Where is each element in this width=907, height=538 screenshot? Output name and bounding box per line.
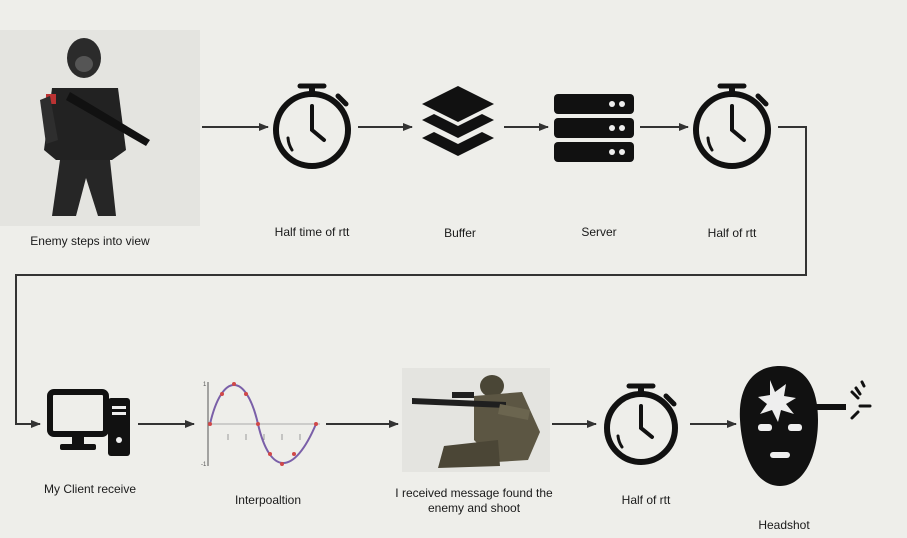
node-label-client: My Client receive bbox=[43, 482, 137, 496]
stopwatch-icon bbox=[693, 83, 771, 169]
soldier-kneeling-photo bbox=[402, 368, 550, 472]
node-label-interp: Interpoaltion bbox=[234, 493, 302, 507]
soldier-standing-photo bbox=[0, 30, 200, 226]
svg-text:1: 1 bbox=[203, 382, 207, 388]
stopwatch-icon bbox=[604, 383, 678, 465]
node-label-rtt1: Half time of rtt bbox=[274, 225, 350, 239]
node-label-rtt2: Half of rtt bbox=[707, 226, 757, 240]
svg-text:-1: -1 bbox=[201, 462, 207, 468]
node-label-server: Server bbox=[581, 225, 617, 239]
sine-wave-chart-icon: 1 -1 bbox=[201, 382, 320, 468]
node-label-rtt3: Half of rtt bbox=[621, 493, 671, 507]
node-label-headshot: Headshot bbox=[758, 518, 810, 532]
node-label-shoot: I received message found the enemy and s… bbox=[395, 486, 553, 515]
node-label-enemy: Enemy steps into view bbox=[30, 234, 150, 248]
connector-arrows bbox=[15, 123, 807, 428]
stopwatch-icon bbox=[273, 83, 351, 169]
desktop-computer-icon bbox=[47, 389, 130, 456]
server-rack-icon bbox=[554, 94, 634, 162]
node-label-buffer: Buffer bbox=[444, 226, 476, 240]
head-hit-icon bbox=[739, 366, 872, 486]
layers-stack-icon bbox=[422, 86, 494, 156]
arrow-rtt2-to-client bbox=[15, 126, 807, 428]
